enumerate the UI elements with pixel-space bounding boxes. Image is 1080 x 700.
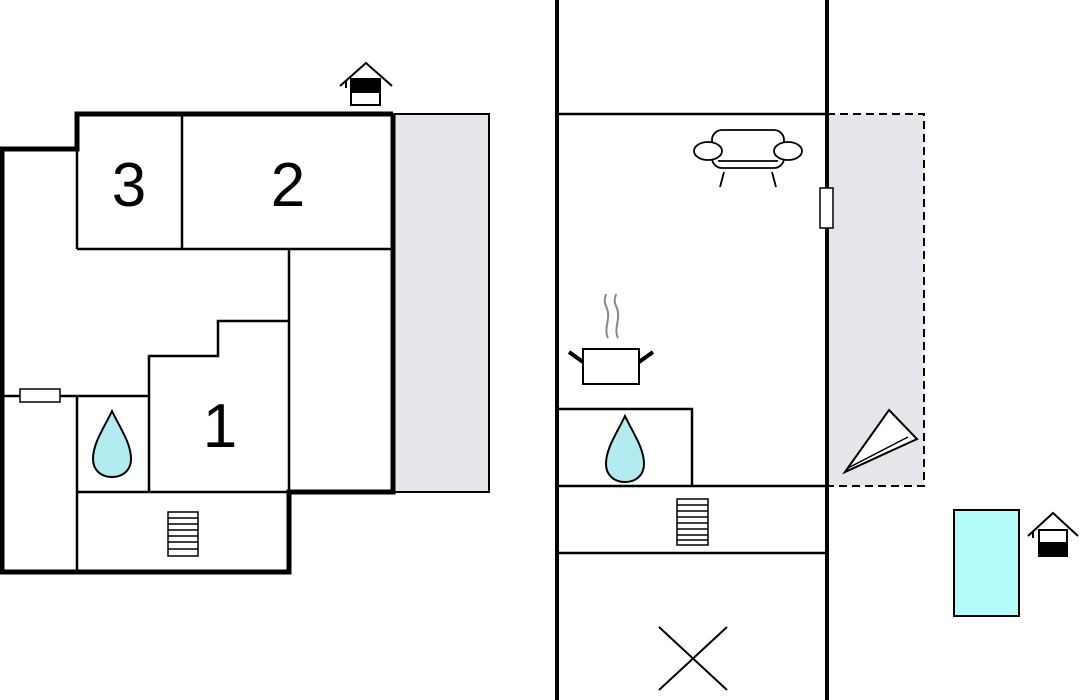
ground-floor-plan: 3 2 1: [0, 61, 490, 575]
sofa-icon: [693, 129, 803, 188]
window-upper: [819, 187, 834, 229]
water-drop-icon-upper: [604, 413, 646, 484]
terrace-ground: [392, 113, 490, 493]
upper-floor-plan: [555, 0, 925, 700]
stairs-icon-upper: [676, 498, 709, 546]
sun-lounger-icon: [842, 408, 919, 475]
stairs-icon: [167, 511, 199, 557]
room-label-3: 3: [112, 151, 146, 220]
interior-walls-upper: [557, 112, 827, 555]
pool-icon: [953, 509, 1020, 617]
sun-lounger-line: [847, 436, 909, 469]
cooking-pot-icon: [567, 293, 655, 385]
room-label-2: 2: [271, 151, 305, 220]
void-cross-icon: [658, 626, 728, 691]
room-label-1: 1: [203, 392, 237, 461]
window-ground: [19, 388, 61, 403]
entrance-house-icon: [339, 61, 393, 106]
interior-walls: [2, 114, 393, 572]
water-drop-icon: [91, 408, 133, 479]
terrace-upper: [826, 113, 925, 487]
outer-wall: [0, 111, 396, 575]
pool-house-icon: [1027, 511, 1079, 557]
